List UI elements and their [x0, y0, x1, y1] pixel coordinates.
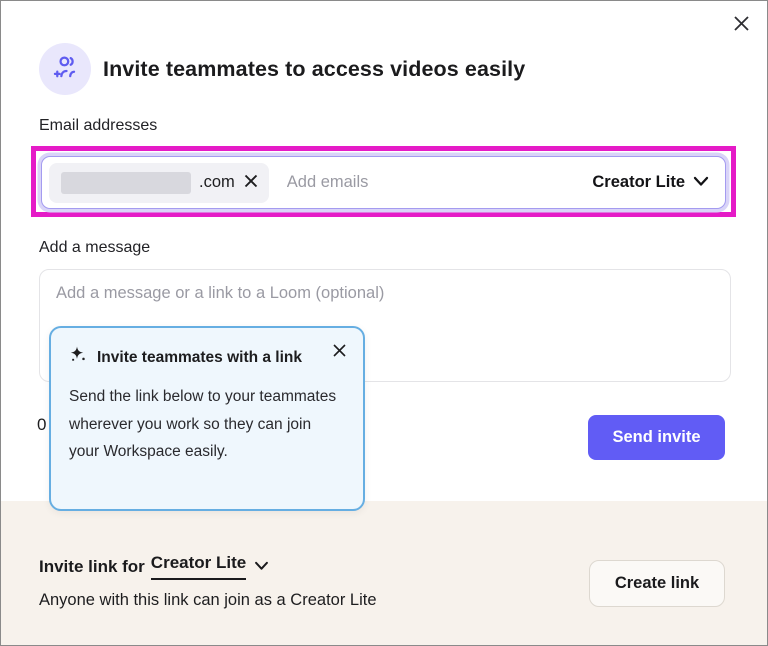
tooltip-close-button[interactable]: [327, 340, 351, 364]
add-emails-input[interactable]: [286, 173, 593, 192]
invite-link-description: Anyone with this link can join as a Crea…: [39, 591, 377, 609]
tooltip-title: Invite teammates with a link: [97, 349, 303, 366]
invite-link-tooltip: Invite teammates with a link Send the li…: [49, 326, 365, 511]
tooltip-body: Send the link below to your teammates wh…: [69, 388, 337, 461]
add-teammates-icon: [52, 53, 79, 85]
invite-icon-badge: [39, 43, 91, 95]
role-dropdown[interactable]: Creator Lite: [592, 173, 709, 192]
invite-link-prefix: Invite link for: [39, 556, 145, 576]
close-icon: [332, 343, 347, 361]
add-message-label: Add a message: [39, 239, 151, 256]
modal-close-button[interactable]: [725, 9, 757, 41]
close-icon: [732, 14, 751, 36]
invite-link-footer: Invite link for Creator Lite Anyone with…: [1, 501, 767, 645]
sparkles-icon: [69, 346, 88, 370]
close-icon: [243, 173, 259, 192]
email-chip-suffix: .com: [199, 173, 235, 191]
email-chip-redacted-block: [61, 171, 191, 194]
email-addresses-label: Email addresses: [39, 117, 158, 134]
create-link-button[interactable]: Create link: [589, 560, 725, 607]
modal-header: Invite teammates to access videos easily: [39, 43, 525, 95]
email-chip-remove-button[interactable]: [243, 173, 259, 192]
invite-link-title: Invite link for Creator Lite: [39, 553, 269, 580]
tooltip-header: Invite teammates with a link: [69, 346, 345, 370]
chevron-down-icon: [254, 559, 269, 574]
chevron-down-icon: [693, 175, 709, 190]
invite-link-role-label: Creator Lite: [150, 553, 247, 580]
char-counter: 0: [37, 415, 47, 434]
send-invite-button[interactable]: Send invite: [588, 415, 725, 460]
email-input-field[interactable]: .com Creator Lite: [41, 156, 726, 209]
role-dropdown-label: Creator Lite: [592, 173, 685, 191]
modal-title: Invite teammates to access videos easily: [103, 56, 526, 81]
invite-link-role-dropdown[interactable]: Creator Lite: [150, 553, 269, 580]
email-chip: .com: [49, 162, 269, 203]
